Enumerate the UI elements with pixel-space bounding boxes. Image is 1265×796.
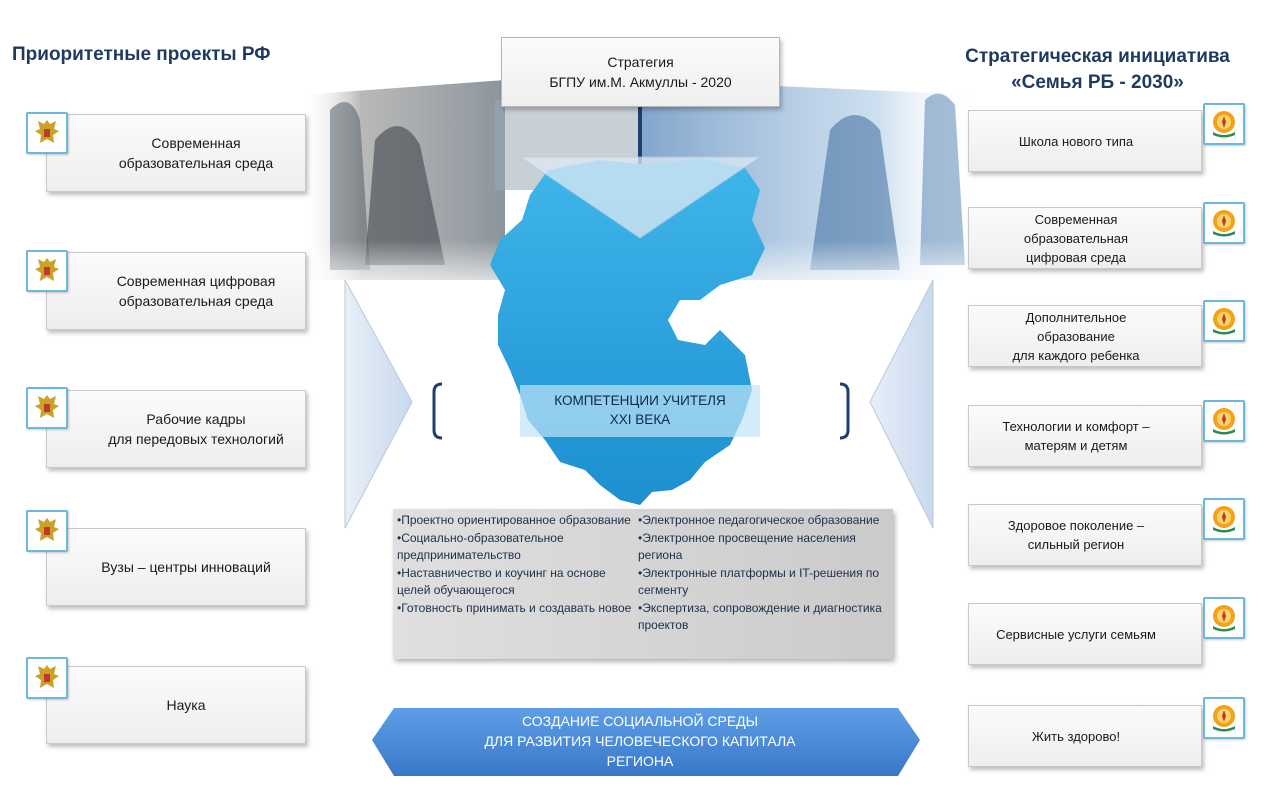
competence-label: КОМПЕТЕНЦИИ УЧИТЕЛЯ XXI ВЕКА: [520, 391, 760, 429]
initiative-2-line3: цифровая среда: [1026, 249, 1126, 265]
project-box-1: Современная образовательная среда: [46, 114, 306, 192]
initiative-6-line1: Сервисные услуги семьям: [996, 626, 1156, 642]
bullet-item: •Электронные платформы и IT-решения по с…: [638, 565, 880, 598]
project-box-2: Современная цифровая образовательная сред…: [46, 252, 306, 330]
project-box-3: Рабочие кадры для передовых технологий: [46, 390, 306, 468]
initiative-1-line1: Школа нового типа: [1018, 133, 1134, 149]
russia-emblem-icon: [26, 657, 68, 699]
initiative-box-4: Технологии и комфорт – матерям и детям: [968, 405, 1202, 467]
initiative-box-5: Здоровое поколение – сильный регион: [968, 504, 1202, 566]
bashkortostan-emblem-icon: [1203, 697, 1245, 739]
initiative-box-2: Современная образовательная цифровая среда: [968, 207, 1202, 269]
project-3-line2: для передовых технологий: [108, 431, 284, 447]
initiative-box-1: Школа нового типа: [968, 110, 1202, 172]
bullet-item: •Экспертиза, сопровождение и диагностика…: [638, 600, 882, 633]
project-box-5: Наука: [46, 666, 306, 744]
bullet-item: •Электронное педагогическое образование: [638, 513, 880, 527]
initiative-3-line2: образование: [1037, 328, 1115, 344]
bashkortostan-emblem-icon: [1203, 400, 1245, 442]
strategy-box: Стратегия БГПУ им.М. Акмуллы - 2020: [501, 37, 780, 107]
project-1-line2: образовательная среда: [118, 155, 274, 171]
banner-line1: СОЗДАНИЕ СОЦИАЛЬНОЙ СРЕДЫ: [521, 713, 759, 729]
initiative-3-line1: Дополнительное: [1025, 309, 1127, 325]
bashkortostan-emblem-icon: [1203, 498, 1245, 540]
bashkortostan-emblem-icon: [1203, 202, 1245, 244]
bashkortostan-emblem-icon: [1203, 597, 1245, 639]
bullet-item: •Социально-образовательное предпринимате…: [397, 530, 564, 563]
initiative-box-7: Жить здорово!: [968, 705, 1202, 767]
initiative-3-line3: для каждого ребенка: [1012, 347, 1140, 363]
right-heading-line1: Стратегическая инициатива: [965, 46, 1230, 67]
initiative-5-line2: сильный регион: [1027, 537, 1125, 552]
russia-emblem-icon: [26, 250, 68, 292]
left-heading: Приоритетные проекты РФ: [12, 44, 271, 65]
bullet-list-left: •Проектно ориентированное образование •С…: [397, 512, 632, 617]
russia-emblem-icon: [26, 510, 68, 552]
banner-line2: ДЛЯ РАЗВИТИЯ ЧЕЛОВЕЧЕСКОГО КАПИТАЛА: [484, 733, 796, 749]
bullet-list-right: •Электронное педагогическое образование …: [638, 512, 888, 635]
banner-line3: РЕГИОНА: [606, 753, 674, 769]
bullet-item: •Проектно ориентированное образование: [397, 513, 631, 527]
initiative-2-line1: Современная: [1034, 211, 1118, 227]
project-3-line1: Рабочие кадры: [146, 411, 246, 427]
initiative-4-line2: матерям и детям: [1024, 438, 1128, 453]
strategy-line2: БГПУ им.М. Акмуллы - 2020: [549, 74, 732, 90]
russia-emblem-icon: [26, 112, 68, 154]
russia-emblem-icon: [26, 387, 68, 429]
project-2-line1: Современная цифровая: [116, 273, 276, 289]
strategy-line1: Стратегия: [607, 54, 674, 70]
initiative-box-3: Дополнительное образование для каждого реб…: [968, 305, 1202, 367]
initiative-7-line1: Жить здорово!: [1031, 728, 1121, 744]
initiative-box-6: Сервисные услуги семьям: [968, 603, 1202, 665]
initiative-2-line2: образовательная: [1023, 230, 1129, 246]
bashkortostan-emblem-icon: [1203, 300, 1245, 342]
project-2-line2: образовательная среда: [118, 293, 274, 309]
project-box-4: Вузы – центры инноваций: [46, 528, 306, 606]
competence-line2: XXI ВЕКА: [609, 412, 671, 427]
right-heading-line2: «Семья РБ - 2030»: [1011, 72, 1184, 93]
initiative-4-line1: Технологии и комфорт –: [1002, 419, 1150, 434]
project-5-line1: Наука: [166, 697, 206, 713]
right-heading: Стратегическая инициатива «Семья РБ - 20…: [930, 44, 1265, 96]
bullet-item: •Готовность принимать и создавать новое: [397, 600, 632, 615]
bullet-panel: [393, 509, 893, 659]
initiative-5-line1: Здоровое поколение –: [1007, 518, 1145, 533]
competence-line1: КОМПЕТЕНЦИИ УЧИТЕЛЯ: [554, 393, 726, 408]
bottom-banner: СОЗДАНИЕ СОЦИАЛЬНОЙ СРЕДЫ ДЛЯ РАЗВИТИЯ Ч…: [440, 711, 840, 771]
project-1-line1: Современная: [151, 135, 241, 151]
bullet-item: •Электронное просвещение населения регио…: [638, 530, 856, 563]
bullet-item: •Наставничество и коучинг на основе целе…: [397, 565, 606, 598]
bashkortostan-emblem-icon: [1203, 103, 1245, 145]
project-4-line1: Вузы – центры инноваций: [101, 559, 271, 575]
